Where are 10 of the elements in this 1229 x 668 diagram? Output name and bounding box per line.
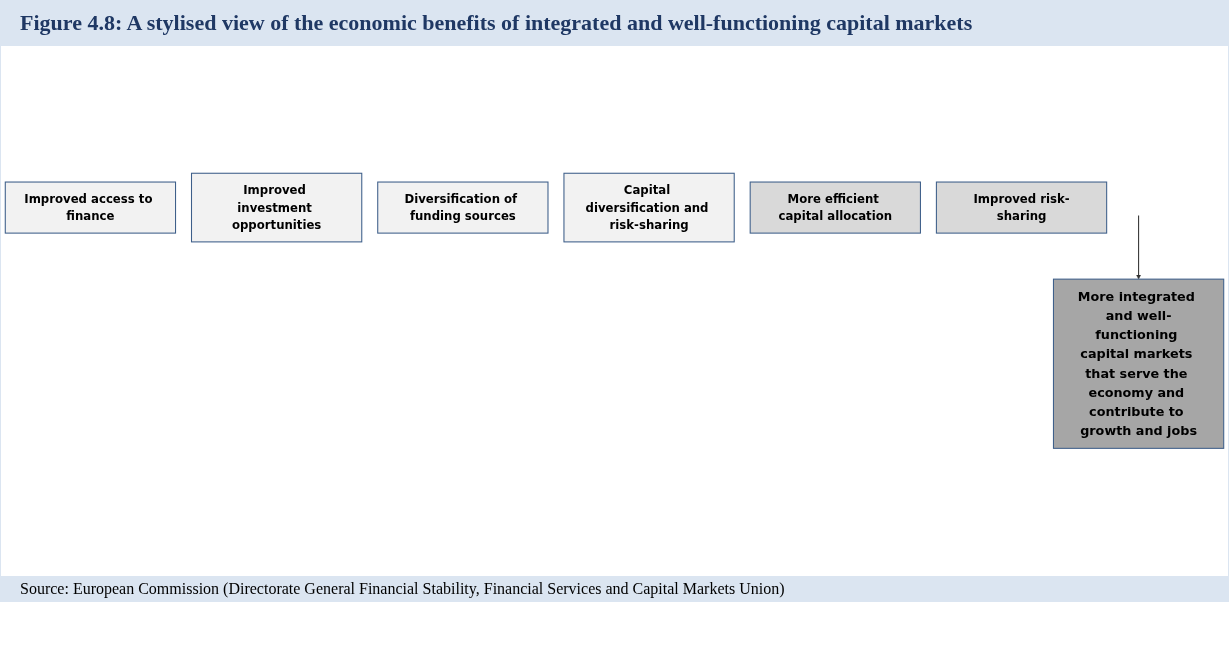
arrow — [1136, 215, 1141, 280]
node-box: Improved access to finance — [4, 181, 177, 234]
node-box: Diversification of funding sources — [377, 181, 549, 234]
node-box: Capital diversification and risk-sharing — [563, 172, 735, 243]
node-box: Improved risk-sharing — [935, 181, 1108, 234]
node-box: Improved investment opportunities — [190, 172, 363, 243]
figure-title: Figure 4.8: A stylised view of the economic benefits of integrated and well-functioning capital markets — [0, 0, 1229, 46]
node-box: More efficient capital allocation — [749, 181, 921, 234]
node-box: More integrated and well-functioning capital markets that serve the economy and contribute to growth and jobs — [1052, 278, 1225, 450]
source-caption: Source: European Commission (Directorate General Financial Stability, Financial Services and Capital Markets Union) — [0, 576, 1229, 602]
